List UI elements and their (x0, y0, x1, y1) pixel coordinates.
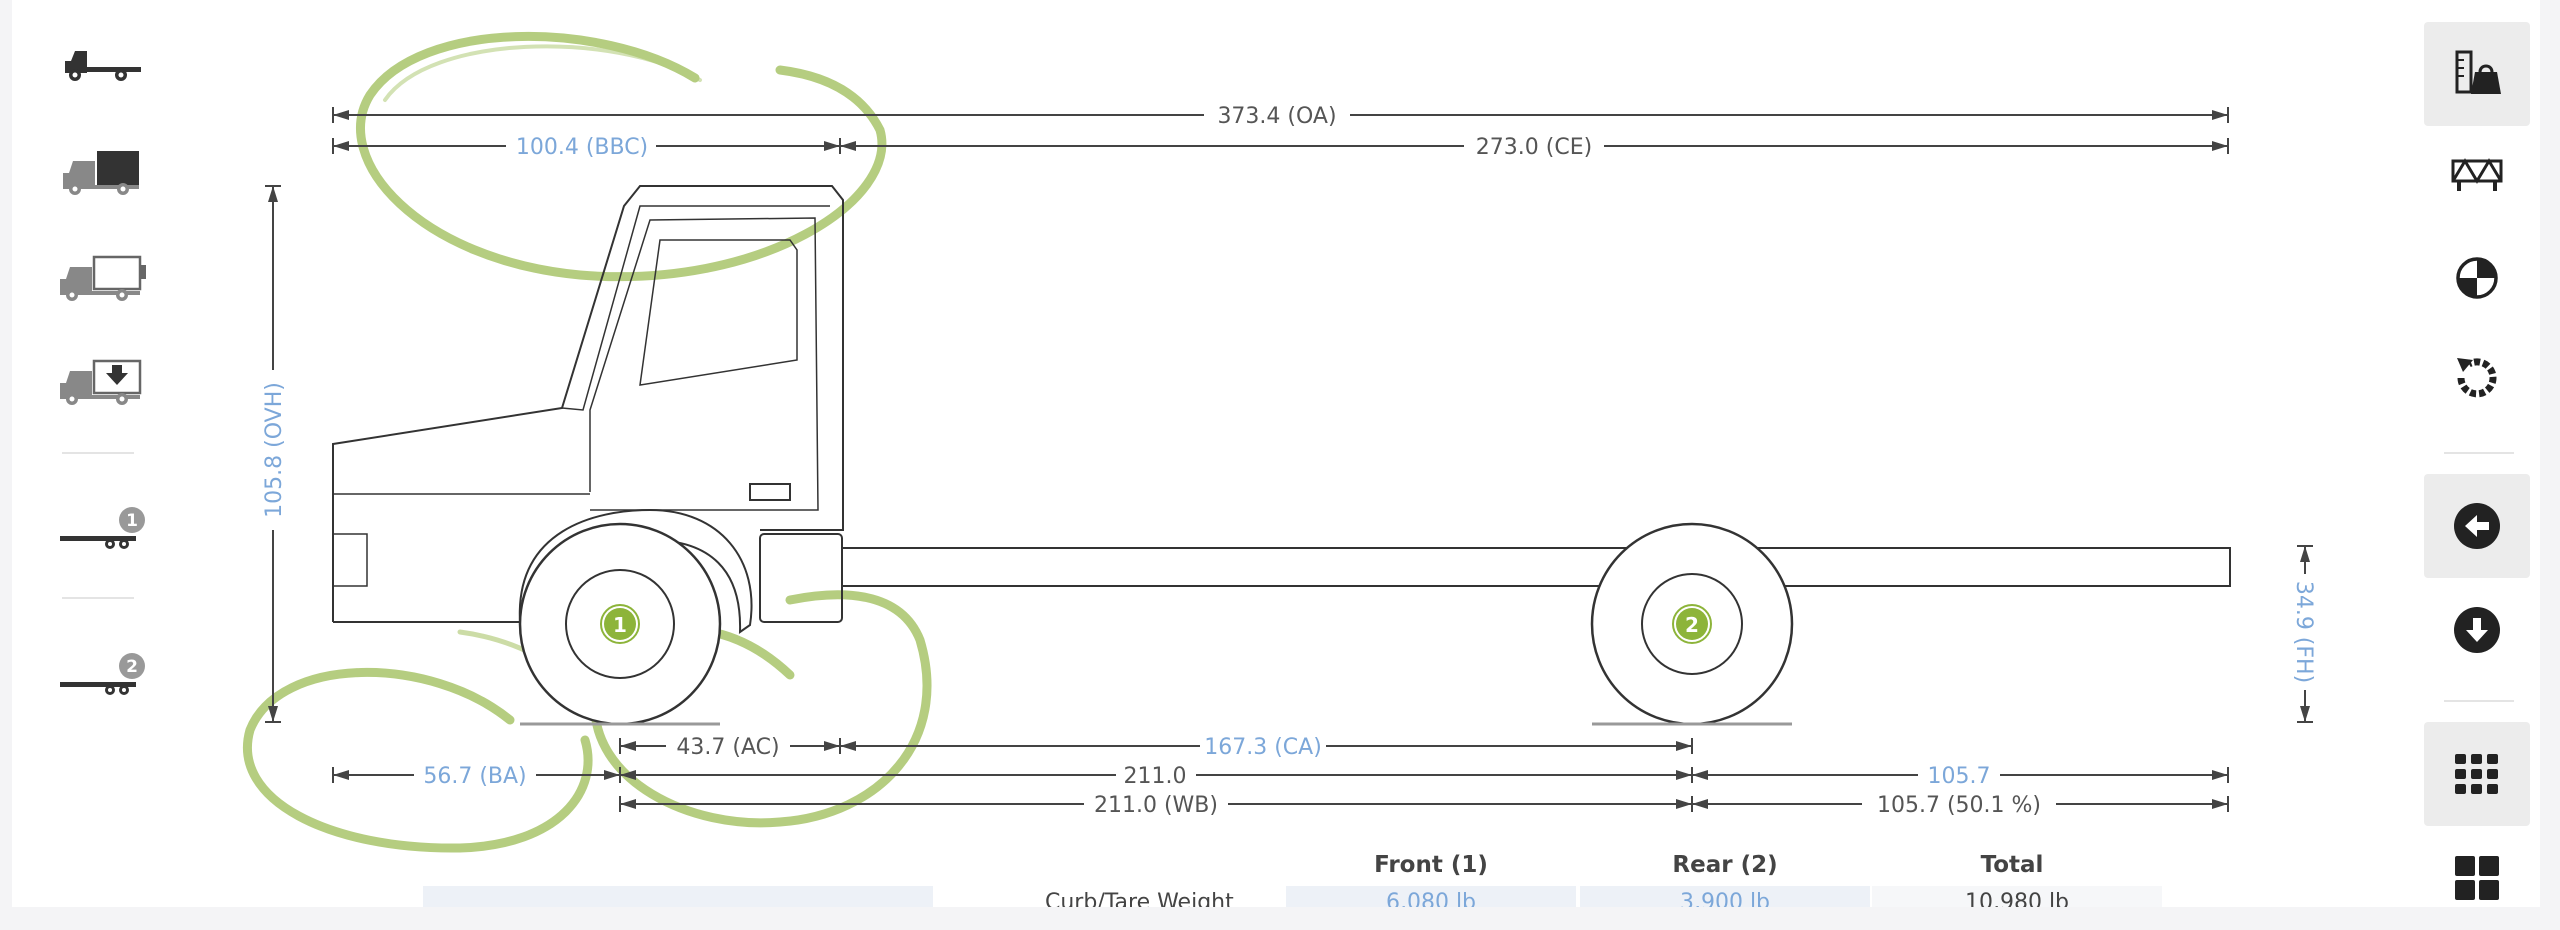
dim-mid: 211.0 (620, 762, 1693, 789)
weight-scale-button[interactable] (2424, 22, 2530, 126)
dim-oa-label: 373.4 (OA) (1217, 104, 1336, 129)
trailer-2-button[interactable]: 2 (42, 636, 162, 706)
dim-mid-label: 211.0 (1124, 764, 1187, 789)
left-toolbar-separator-2 (62, 597, 134, 599)
dim-bbc-label: 100.4 (BBC) (516, 135, 648, 160)
total-weight-value: 10,980 lb (1872, 886, 2162, 907)
trailer-2-icon: 2 (60, 653, 145, 695)
bridge-button[interactable] (2424, 120, 2530, 224)
front-weight-value[interactable]: 6,080 lb (1286, 886, 1576, 907)
weights-header-rear: Rear (2) (1672, 852, 1778, 878)
trailer-1-button[interactable]: 1 (42, 490, 162, 560)
dim-rear-label: 105.7 (1928, 764, 1991, 789)
dim-rear-pct-label: 105.7 (50.1 %) (1877, 793, 2041, 818)
right-toolbar-separator (2444, 452, 2514, 454)
dim-fh: 34.9 (FH) (2291, 545, 2318, 723)
grid-dots-icon (2455, 754, 2498, 794)
dump-body-truck-button[interactable] (42, 346, 162, 416)
weights-header-total: Total (1980, 852, 2044, 878)
arrow-down-circle-icon (2454, 607, 2500, 653)
reefer-truck-button[interactable] (42, 242, 162, 312)
grid-dots-button[interactable] (2424, 722, 2530, 826)
dump-body-truck-icon (60, 359, 142, 405)
chassis-truck-button[interactable] (42, 30, 162, 100)
dim-ac: 43.7 (AC) (619, 733, 841, 760)
dim-ca: 167.3 (CA) (840, 733, 1693, 760)
dim-rear: 105.7 (1692, 762, 2229, 789)
axle-1-label: 1 (613, 613, 627, 637)
weights-header-front: Front (1) (1374, 852, 1488, 878)
right-toolbar-separator-2 (2444, 700, 2514, 702)
dim-ce: 273.0 (CE) (840, 133, 2229, 160)
center-of-gravity-icon (2456, 257, 2498, 299)
front-wheel: 1 (518, 522, 722, 726)
dim-wb: 211.0 (WB) (619, 791, 1693, 818)
arrow-left-button[interactable] (2424, 474, 2530, 578)
dim-ovh: 105.8 (OVH) (260, 185, 287, 723)
dim-ca-label: 167.3 (CA) (1204, 735, 1322, 760)
trailer-1-badge: 1 (126, 511, 138, 531)
dim-ba-label: 56.7 (BA) (423, 764, 526, 789)
left-toolbar: 1 2 (12, 0, 162, 907)
dim-bbc: 100.4 (BBC) (332, 133, 841, 160)
weights-input-box[interactable] (423, 886, 933, 907)
grid-tiles-icon (2455, 856, 2499, 900)
chassis-truck-icon (65, 51, 141, 81)
bridge-icon (2451, 158, 2503, 191)
rotate-icon (2457, 358, 2497, 398)
weights-row-label: Curb/Tare Weight (1045, 890, 1234, 907)
center-of-gravity-button[interactable] (2424, 226, 2530, 330)
weight-scale-icon (2455, 50, 2501, 94)
box-truck-icon (63, 151, 139, 195)
trailer-2-badge: 2 (126, 657, 138, 677)
dim-fh-label: 34.9 (FH) (2291, 581, 2316, 683)
truck-outline (332, 185, 2231, 634)
box-truck-button[interactable] (42, 138, 162, 208)
rotate-button[interactable] (2424, 326, 2530, 430)
grid-tiles-button[interactable] (2424, 826, 2530, 930)
arrow-down-button[interactable] (2424, 578, 2530, 682)
dim-wb-label: 211.0 (WB) (1094, 793, 1218, 818)
reefer-truck-icon (60, 255, 146, 301)
dim-oa: 373.4 (OA) (332, 102, 2229, 129)
weights-table-row: Curb/Tare Weight 6,080 lb 3,900 lb 10,98… (0, 886, 2560, 907)
axle-2-label: 2 (1685, 613, 1699, 637)
dim-ovh-label: 105.8 (OVH) (262, 382, 287, 518)
dim-ba: 56.7 (BA) (332, 762, 621, 789)
dim-ce-label: 273.0 (CE) (1476, 135, 1592, 160)
right-toolbar (2418, 0, 2560, 907)
rear-wheel: 2 (1590, 522, 1794, 726)
trailer-1-icon: 1 (60, 507, 145, 549)
dim-ac-label: 43.7 (AC) (676, 735, 779, 760)
rear-weight-value[interactable]: 3,900 lb (1580, 886, 1870, 907)
weights-table-header: Front (1) Rear (2) Total (0, 852, 2560, 882)
dim-rear-pct: 105.7 (50.1 %) (1692, 791, 2229, 818)
truck-dimension-diagram: 373.4 (OA) 100.4 (BBC) 273.0 (CE) 105.8 … (243, 31, 2318, 853)
left-toolbar-separator (62, 452, 134, 454)
arrow-left-circle-icon (2454, 503, 2500, 549)
